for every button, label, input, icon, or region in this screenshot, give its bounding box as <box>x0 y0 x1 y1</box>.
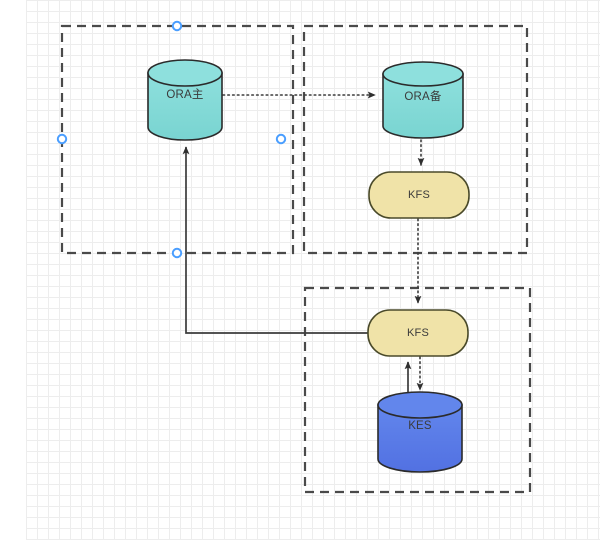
dashed-group-right[interactable] <box>302 24 529 255</box>
pill-kfs-upper[interactable] <box>368 171 470 219</box>
connector-kfs-lower-to-ora-primary[interactable] <box>182 146 368 334</box>
cylinder-kes-target[interactable] <box>377 391 463 473</box>
handle-left[interactable] <box>56 133 68 145</box>
handle-top[interactable] <box>171 20 183 32</box>
handle-bottom[interactable] <box>171 247 183 259</box>
grid-background <box>26 0 600 540</box>
pill-kfs-lower[interactable] <box>367 309 469 357</box>
handle-right[interactable] <box>275 133 287 145</box>
cylinder-ora-primary[interactable] <box>147 59 223 141</box>
cylinder-ora-standby[interactable] <box>382 61 464 139</box>
